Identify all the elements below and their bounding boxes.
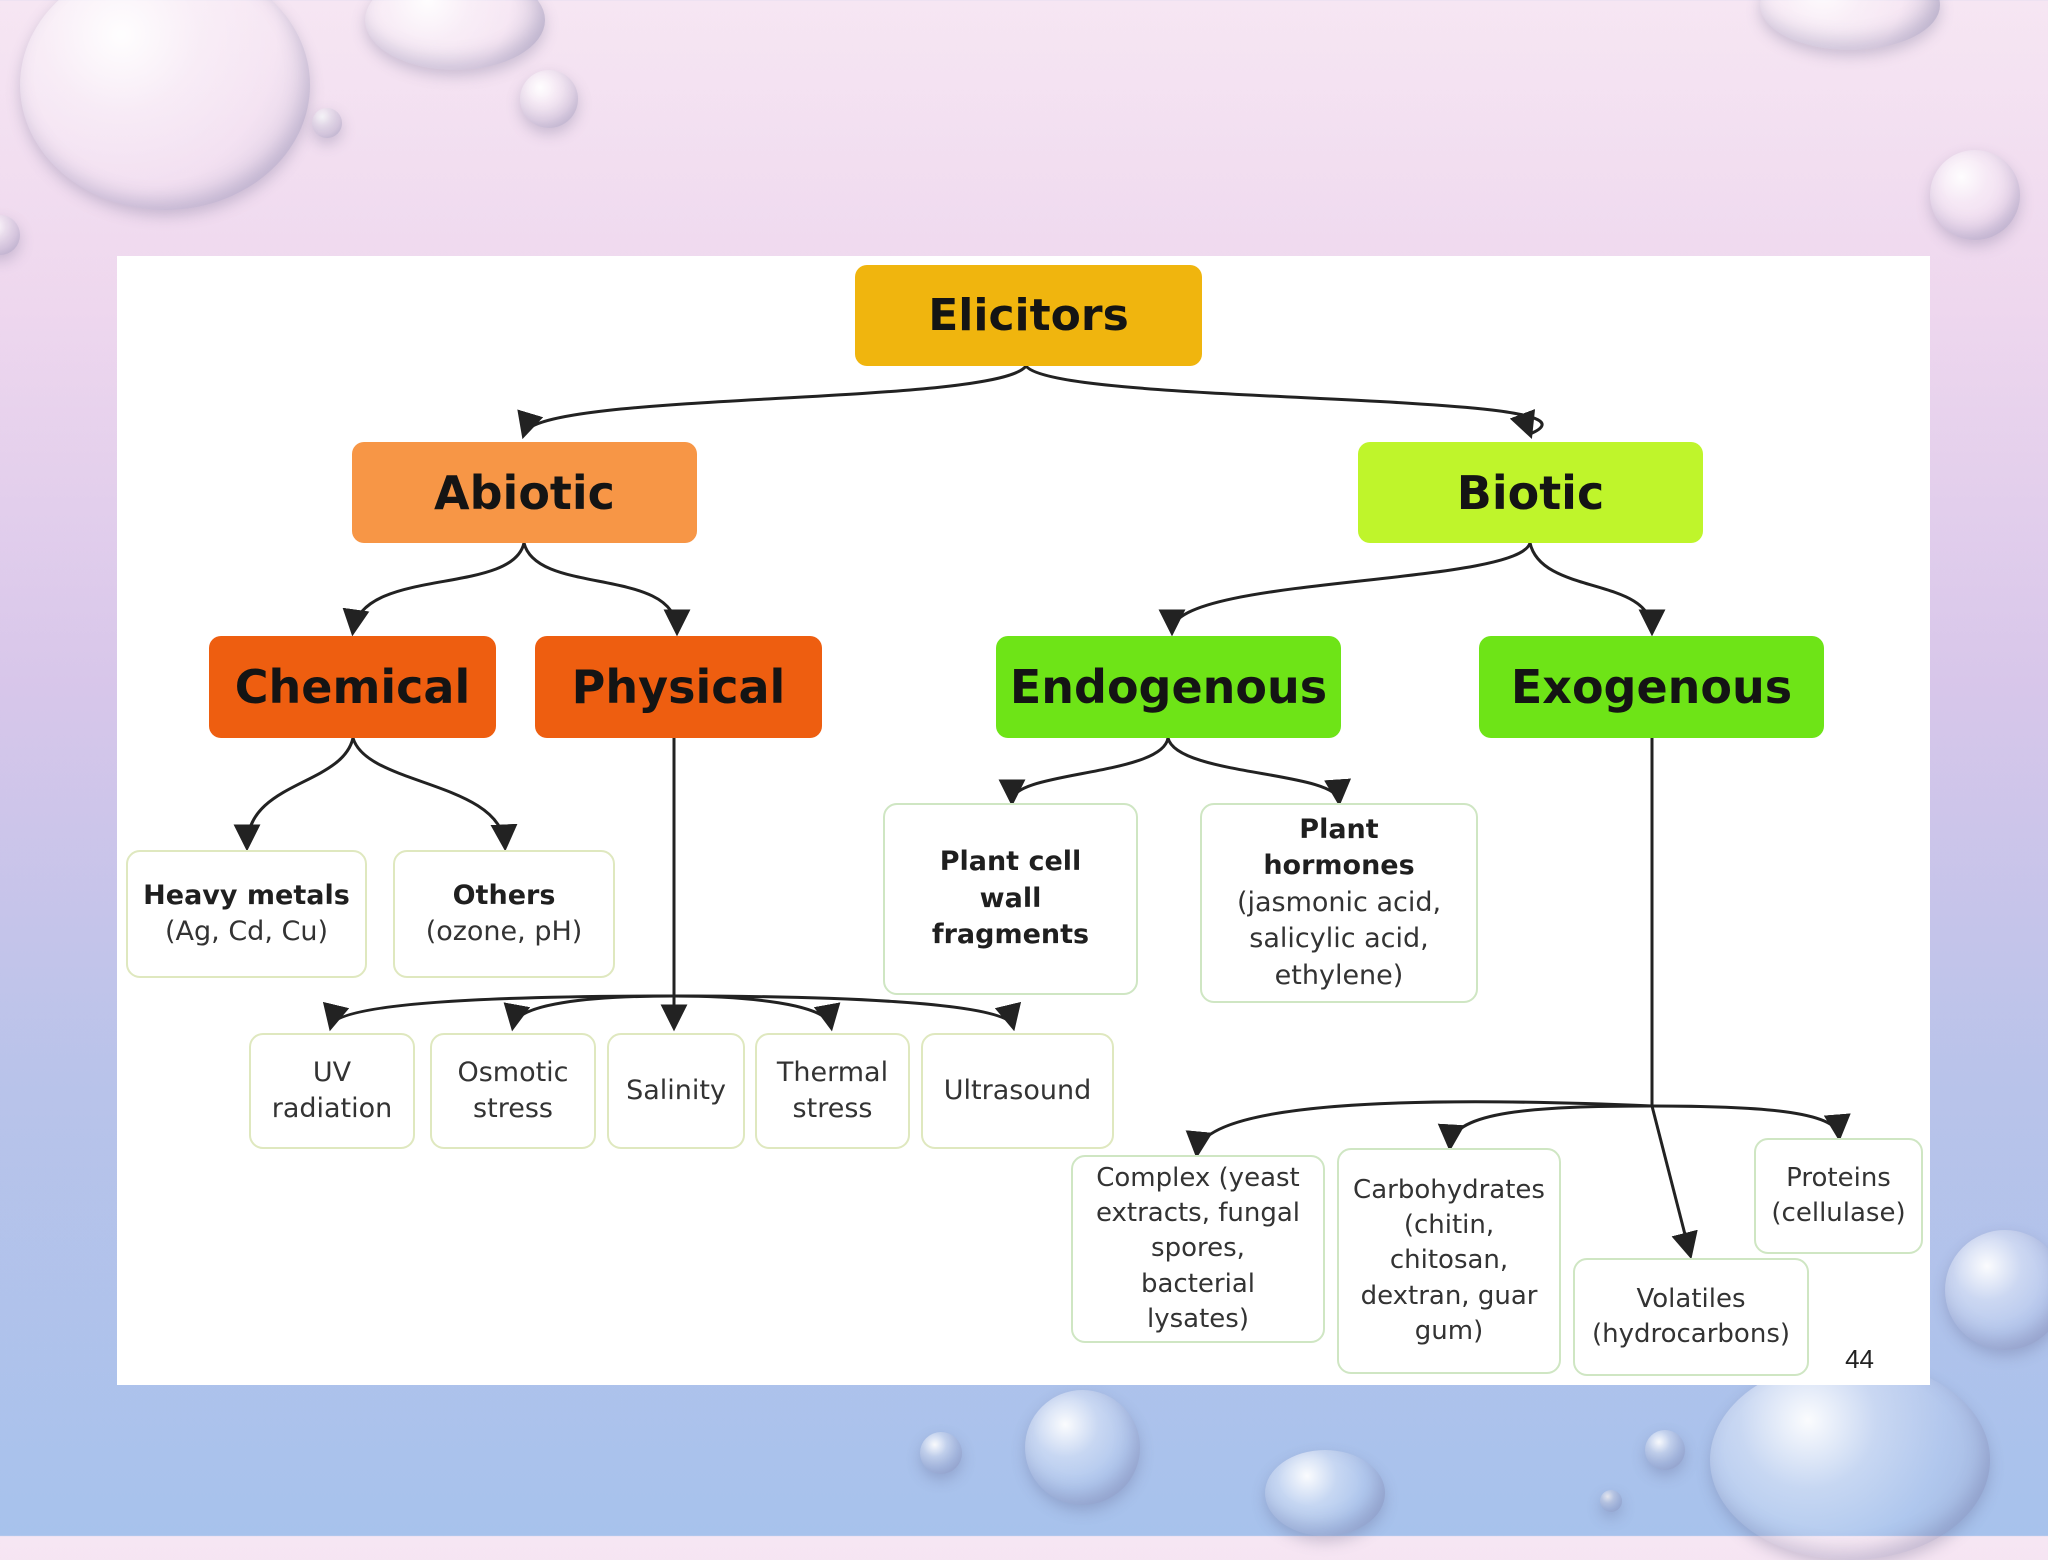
cell-wall-title: Plant cell wall fragments — [931, 846, 1090, 951]
page-number: 44 — [1845, 1344, 1874, 1374]
node-osmotic-stress: Osmotic stress — [430, 1033, 596, 1149]
water-droplet-decoration — [1945, 1230, 2048, 1350]
water-droplet-decoration — [312, 108, 342, 138]
node-physical: Physical — [535, 636, 822, 738]
edge-chemical-others — [351, 737, 518, 852]
edge-endogenous-hormones — [1166, 737, 1351, 807]
water-droplet-decoration — [920, 1432, 962, 1474]
water-droplet-decoration — [1710, 1360, 1990, 1560]
edge-biotic-endogenous — [1158, 542, 1532, 637]
edge-exogenous-proteins — [1651, 1104, 1851, 1142]
edge-physical-ultrasound — [673, 994, 1021, 1032]
node-elicitors: Elicitors — [855, 265, 1202, 366]
node-ultrasound: Ultrasound — [921, 1033, 1114, 1149]
edge-biotic-exogenous — [1528, 542, 1666, 637]
water-droplet-decoration — [1645, 1430, 1685, 1470]
edge-elicitors-biotic-head — [1509, 409, 1536, 440]
node-proteins: Proteins (cellulase) — [1754, 1138, 1923, 1254]
others-title: Others — [452, 879, 556, 911]
water-droplet-decoration — [1025, 1390, 1140, 1505]
elicitors-diagram: Elicitors Abiotic Biotic Chemical Physic… — [117, 256, 1930, 1385]
water-droplet-decoration — [1760, 0, 1940, 50]
edge-abiotic-chemical — [342, 542, 526, 637]
node-salinity: Salinity — [607, 1033, 745, 1149]
heavy-metals-detail: (Ag, Cd, Cu) — [165, 916, 328, 947]
node-heavy-metals: Heavy metals (Ag, Cd, Cu) — [126, 850, 367, 978]
water-droplet-decoration — [0, 215, 20, 255]
node-thermal-stress: Thermal stress — [755, 1033, 910, 1149]
water-droplet-decoration — [1930, 150, 2020, 240]
edge-physical-osmotic — [503, 994, 675, 1032]
node-biotic: Biotic — [1358, 442, 1703, 543]
edge-chemical-heavy-metals — [233, 737, 355, 852]
edge-exogenous-complex — [1185, 1100, 1653, 1159]
node-plant-hormones: Plant hormones (jasmonic acid, salicylic… — [1200, 803, 1478, 1003]
water-droplet-decoration — [365, 0, 545, 70]
heavy-metals-title: Heavy metals — [143, 879, 350, 911]
node-exogenous: Exogenous — [1479, 636, 1824, 738]
edge-abiotic-physical — [522, 542, 691, 637]
water-droplet-decoration — [1265, 1450, 1385, 1536]
connector-lines — [233, 364, 1851, 1260]
water-droplet-decoration — [20, 0, 310, 210]
node-carbohydrates: Carbohydrates (chitin, chitosan, dextran… — [1337, 1148, 1561, 1374]
node-endogenous: Endogenous — [996, 636, 1341, 738]
node-others: Others (ozone, pH) — [393, 850, 615, 978]
edge-elicitors-abiotic — [517, 364, 1028, 440]
node-complex: Complex (yeast extracts, fungal spores, … — [1071, 1155, 1325, 1343]
edge-physical-thermal — [673, 994, 841, 1032]
hormones-title: Plant hormones — [1263, 813, 1415, 882]
node-plant-cell-wall-fragments: Plant cell wall fragments — [883, 803, 1138, 995]
node-uv-radiation: UV radiation — [249, 1033, 415, 1149]
node-abiotic: Abiotic — [352, 442, 697, 543]
water-droplet-decoration — [520, 70, 578, 128]
edge-exogenous-volatiles — [1650, 1105, 1698, 1260]
edge-exogenous-carbohydrates — [1437, 1104, 1653, 1152]
water-droplet-decoration — [1600, 1490, 1622, 1512]
edge-physical-uv — [323, 994, 675, 1032]
edge-elicitors-biotic — [1024, 364, 1544, 436]
others-detail: (ozone, pH) — [425, 916, 583, 947]
node-volatiles: Volatiles (hydrocarbons) — [1573, 1258, 1809, 1376]
hormones-detail: (jasmonic acid, salicylic acid, ethylene… — [1236, 886, 1442, 991]
node-chemical: Chemical — [209, 636, 496, 738]
edge-endogenous-cell-wall — [998, 737, 1170, 807]
